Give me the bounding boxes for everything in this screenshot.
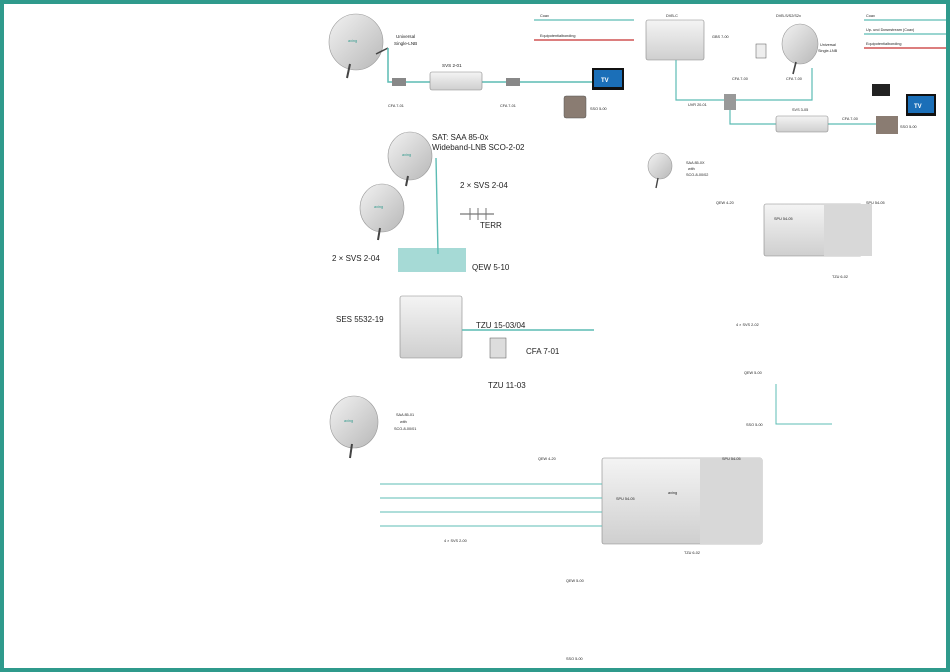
- coax-line: [675, 60, 724, 101]
- diagram-wideband-ses: SAT: SAA 85-0x Wideband-LNB SCO-2-02 axi…: [332, 131, 594, 390]
- svg-text:axing: axing: [348, 39, 357, 43]
- tzu-label: TZU 6-02: [832, 275, 848, 279]
- terr-label: TERR: [480, 221, 502, 230]
- installation-diagrams: axing Universal Single-LNB SVS 2-01 CFA …: [328, 13, 946, 661]
- spu-device-text: SPU 54-05: [616, 497, 635, 501]
- dish-icon: axing: [387, 131, 433, 187]
- cfa-connector: [392, 78, 406, 86]
- antenna-icon: [460, 208, 494, 220]
- ground-block: [755, 43, 767, 59]
- spu-label: SPU 54-05: [866, 201, 885, 205]
- ses-label: SES 5532-19: [336, 315, 384, 324]
- qew-label: QEW 4-20: [716, 201, 734, 205]
- tv-text: TV: [601, 78, 609, 84]
- diagram-spu-right: SAA 85-0X with SCO-8-00/02 QEW 4-20 SPU …: [647, 152, 885, 427]
- svs-top-label: 2 × SVS 2-04: [460, 181, 508, 190]
- svg-text:axing: axing: [402, 153, 411, 157]
- cfa-label: CFA 7-00: [842, 117, 858, 121]
- dvbc-device: [645, 19, 705, 61]
- socket-icon: [563, 95, 587, 119]
- legend-updown: Up- und Downstream (Coax): [866, 28, 915, 32]
- monitor-icon: [872, 84, 890, 96]
- coax-line: [775, 384, 832, 425]
- dish-icon: axing: [328, 13, 389, 79]
- coax-line: [387, 48, 604, 83]
- spu-device-text: SPU 54-05: [774, 217, 793, 221]
- sco-label: SCO-8-00/02: [686, 173, 708, 177]
- qew2-label: QEW 5-00: [566, 579, 584, 583]
- wideband-lnb-label: Wideband-LNB SCO-2-02: [432, 143, 525, 152]
- legend-coax: Coax: [540, 14, 549, 18]
- svg-text:axing: axing: [374, 205, 383, 209]
- ses-multiswitch: [399, 295, 463, 359]
- sso-label: SSO 5-00: [900, 125, 917, 129]
- dish-icon: axing: [359, 183, 405, 241]
- lnb-label: Universal: [396, 34, 415, 39]
- diagram-dvbc-return: DVB-C DVB-S/S2/S2x GBS 7-00 Universal Si…: [645, 14, 946, 134]
- lnb-label: Universal: [820, 43, 836, 47]
- dvbc-label: DVB-C: [666, 14, 678, 18]
- svs-amplifier: [775, 115, 829, 133]
- saa-label: SAA 85-01: [396, 413, 414, 417]
- qew-ground-block: [398, 248, 466, 272]
- brand-text: axing: [668, 491, 677, 495]
- sco-label: SCO-8-00/01: [394, 427, 416, 431]
- svs-label: SVS 3-05: [792, 108, 808, 112]
- legend-coax: Coax: [866, 14, 875, 18]
- spu-label: SPU 54-05: [722, 457, 741, 461]
- power-supply: [489, 337, 507, 359]
- svs-label: 4 × SVS 2-02: [736, 323, 759, 327]
- uvr-splitter: [724, 94, 736, 110]
- tv-icon: TV: [592, 68, 624, 90]
- lnb-label-2: Single-LNB: [394, 41, 417, 46]
- svs-left-label: 2 × SVS 2-04: [332, 254, 380, 263]
- heatsink: [700, 458, 762, 544]
- diagram-single-lnb: axing Universal Single-LNB SVS 2-01 CFA …: [328, 13, 634, 119]
- tzu-label: TZU 6-02: [684, 551, 700, 555]
- dvbs2-label: DVB-S/S2/S2x: [776, 14, 801, 18]
- cfa-label: CFA 7-00: [786, 77, 802, 81]
- tzu-label-2: TZU 11-03: [488, 381, 526, 390]
- svs-label: 4 × SVS 2-00: [444, 539, 467, 543]
- dish-icon: axing: [329, 395, 379, 459]
- coax-line: [734, 68, 813, 101]
- with-label: with: [688, 167, 695, 171]
- coax-line: [729, 110, 884, 125]
- saa-label: SAA 85-0X: [686, 161, 705, 165]
- gbs-label: GBS 7-00: [712, 35, 729, 39]
- qew-label: QEW 5-10: [472, 263, 510, 272]
- cfa-label: CFA 7-00: [732, 77, 748, 81]
- sat-label: SAT: SAA 85-0x: [432, 133, 488, 142]
- with-label: with: [400, 420, 407, 424]
- dish-icon: [647, 152, 673, 189]
- legend-equipotential: Equipotentialbonding: [866, 42, 901, 46]
- cfa-label: CFA 7-01: [388, 104, 404, 108]
- heatsink: [824, 204, 872, 256]
- socket-icon: [876, 116, 898, 134]
- cfa-label: CFA 7-01: [526, 347, 560, 356]
- tzu-label: TZU 15-03/04: [476, 321, 526, 330]
- svg-text:axing: axing: [344, 419, 353, 423]
- svs-label: SVS 2-01: [442, 63, 462, 68]
- qew2-label: QEW 5-00: [744, 371, 762, 375]
- legend-equipotential: Equipotentialbonding: [540, 34, 575, 38]
- sso-label: SSO 5-00: [566, 657, 583, 661]
- tv-text: TV: [914, 104, 922, 110]
- cfa-label: CFA 7-01: [500, 104, 516, 108]
- uvr-label: UVR 20-01: [688, 103, 707, 107]
- page-frame: axing Universal Single-LNB SVS 2-01 CFA …: [4, 4, 946, 668]
- sso-label: SSO 5-00: [590, 107, 607, 111]
- dish-icon: [781, 23, 819, 75]
- diagram-spu-bottom: axing SAA 85-01 with SCO-8-00/01 QEW 4-2…: [329, 395, 763, 661]
- tv-icon: TV: [906, 94, 936, 116]
- cfa-connector: [506, 78, 520, 86]
- lnb-label-2: Single-LNB: [818, 49, 838, 53]
- svs-amplifier: [429, 71, 483, 91]
- qew-label: QEW 4-20: [538, 457, 556, 461]
- coax-line: [435, 157, 439, 255]
- sso-label: SSO 5-00: [746, 423, 763, 427]
